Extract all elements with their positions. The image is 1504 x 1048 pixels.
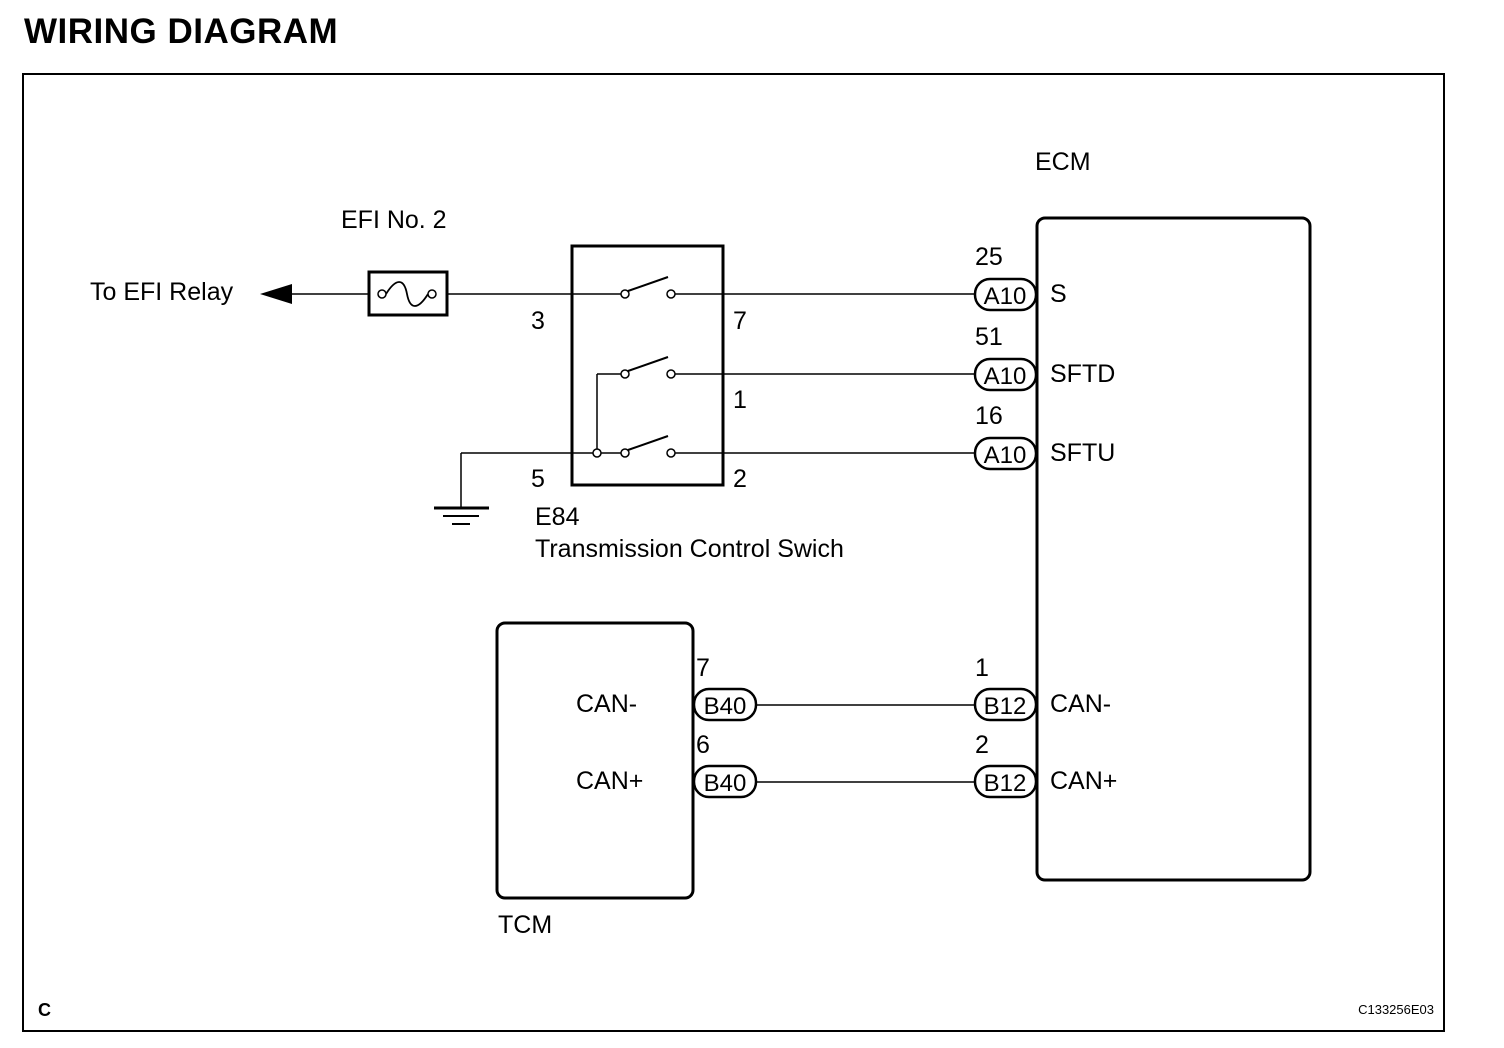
connector-code: A10 [984,283,1027,310]
switch-pin-5: 5 [531,465,545,493]
ecm-terminal-s: 25 A10 S [973,243,1067,312]
junction-node [592,448,602,458]
ecm-signal-name: SFTD [1050,360,1115,388]
page-title: WIRING DIAGRAM [24,12,339,51]
ecm-pin-number: 16 [975,402,1003,430]
arrow-left-icon [260,284,292,304]
fuse-label: EFI No. 2 [341,206,447,234]
diagram-frame [22,73,1445,1032]
fuse-icon [377,281,437,307]
tcm-box [495,621,695,900]
switch-contact-2-icon [620,356,676,379]
tcm-terminal-can-minus: 7 B40 CAN- [576,654,758,722]
tcm-label: TCM [498,911,552,939]
efi-relay-label: To EFI Relay [90,278,234,306]
ecm-terminal-can-plus: 2 B12 CAN+ [973,731,1117,799]
switch-box [570,244,725,487]
switch-pin-3: 3 [531,307,545,335]
switch-pin-2: 2 [733,465,747,493]
ecm-label: ECM [1035,148,1091,176]
connector-pill [973,277,1038,312]
connector-code: B40 [704,693,747,720]
connector-pill [973,436,1038,471]
ecm-box [1035,216,1312,882]
tcm-signal-name: CAN+ [576,767,643,795]
ecm-terminal-sftu: 16 A10 SFTU [973,402,1115,471]
ground-icon [434,506,489,525]
connector-pill [973,357,1038,392]
switch-code: E84 [535,503,580,531]
tcm-pin-number: 6 [696,731,710,759]
switch-pin-7: 7 [733,307,747,335]
ecm-signal-name: SFTU [1050,439,1115,467]
corner-letter: C [38,1000,51,1020]
connector-code: B12 [984,693,1027,720]
ecm-pin-number: 2 [975,731,989,759]
ecm-pin-number: 1 [975,654,989,682]
ecm-pin-number: 25 [975,243,1003,271]
ecm-signal-name: S [1050,280,1067,308]
connector-code: B40 [704,770,747,797]
tcm-terminal-can-plus: 6 B40 CAN+ [576,731,758,799]
switch-contact-1-icon [620,276,676,299]
connector-code: A10 [984,442,1027,469]
figure-id: C133256E03 [1358,1002,1434,1017]
connector-code: A10 [984,363,1027,390]
ecm-terminal-can-minus: 1 B12 CAN- [973,654,1111,722]
switch-contact-3-icon [620,435,676,458]
switch-pin-1: 1 [733,386,747,414]
switch-name: Transmission Control Swich [535,535,844,563]
ecm-signal-name: CAN+ [1050,767,1117,795]
tcm-pin-number: 7 [696,654,710,682]
ecm-terminal-sftd: 51 A10 SFTD [973,323,1115,392]
ecm-pin-number: 51 [975,323,1003,351]
ecm-signal-name: CAN- [1050,690,1111,718]
tcm-signal-name: CAN- [576,690,637,718]
connector-code: B12 [984,770,1027,797]
